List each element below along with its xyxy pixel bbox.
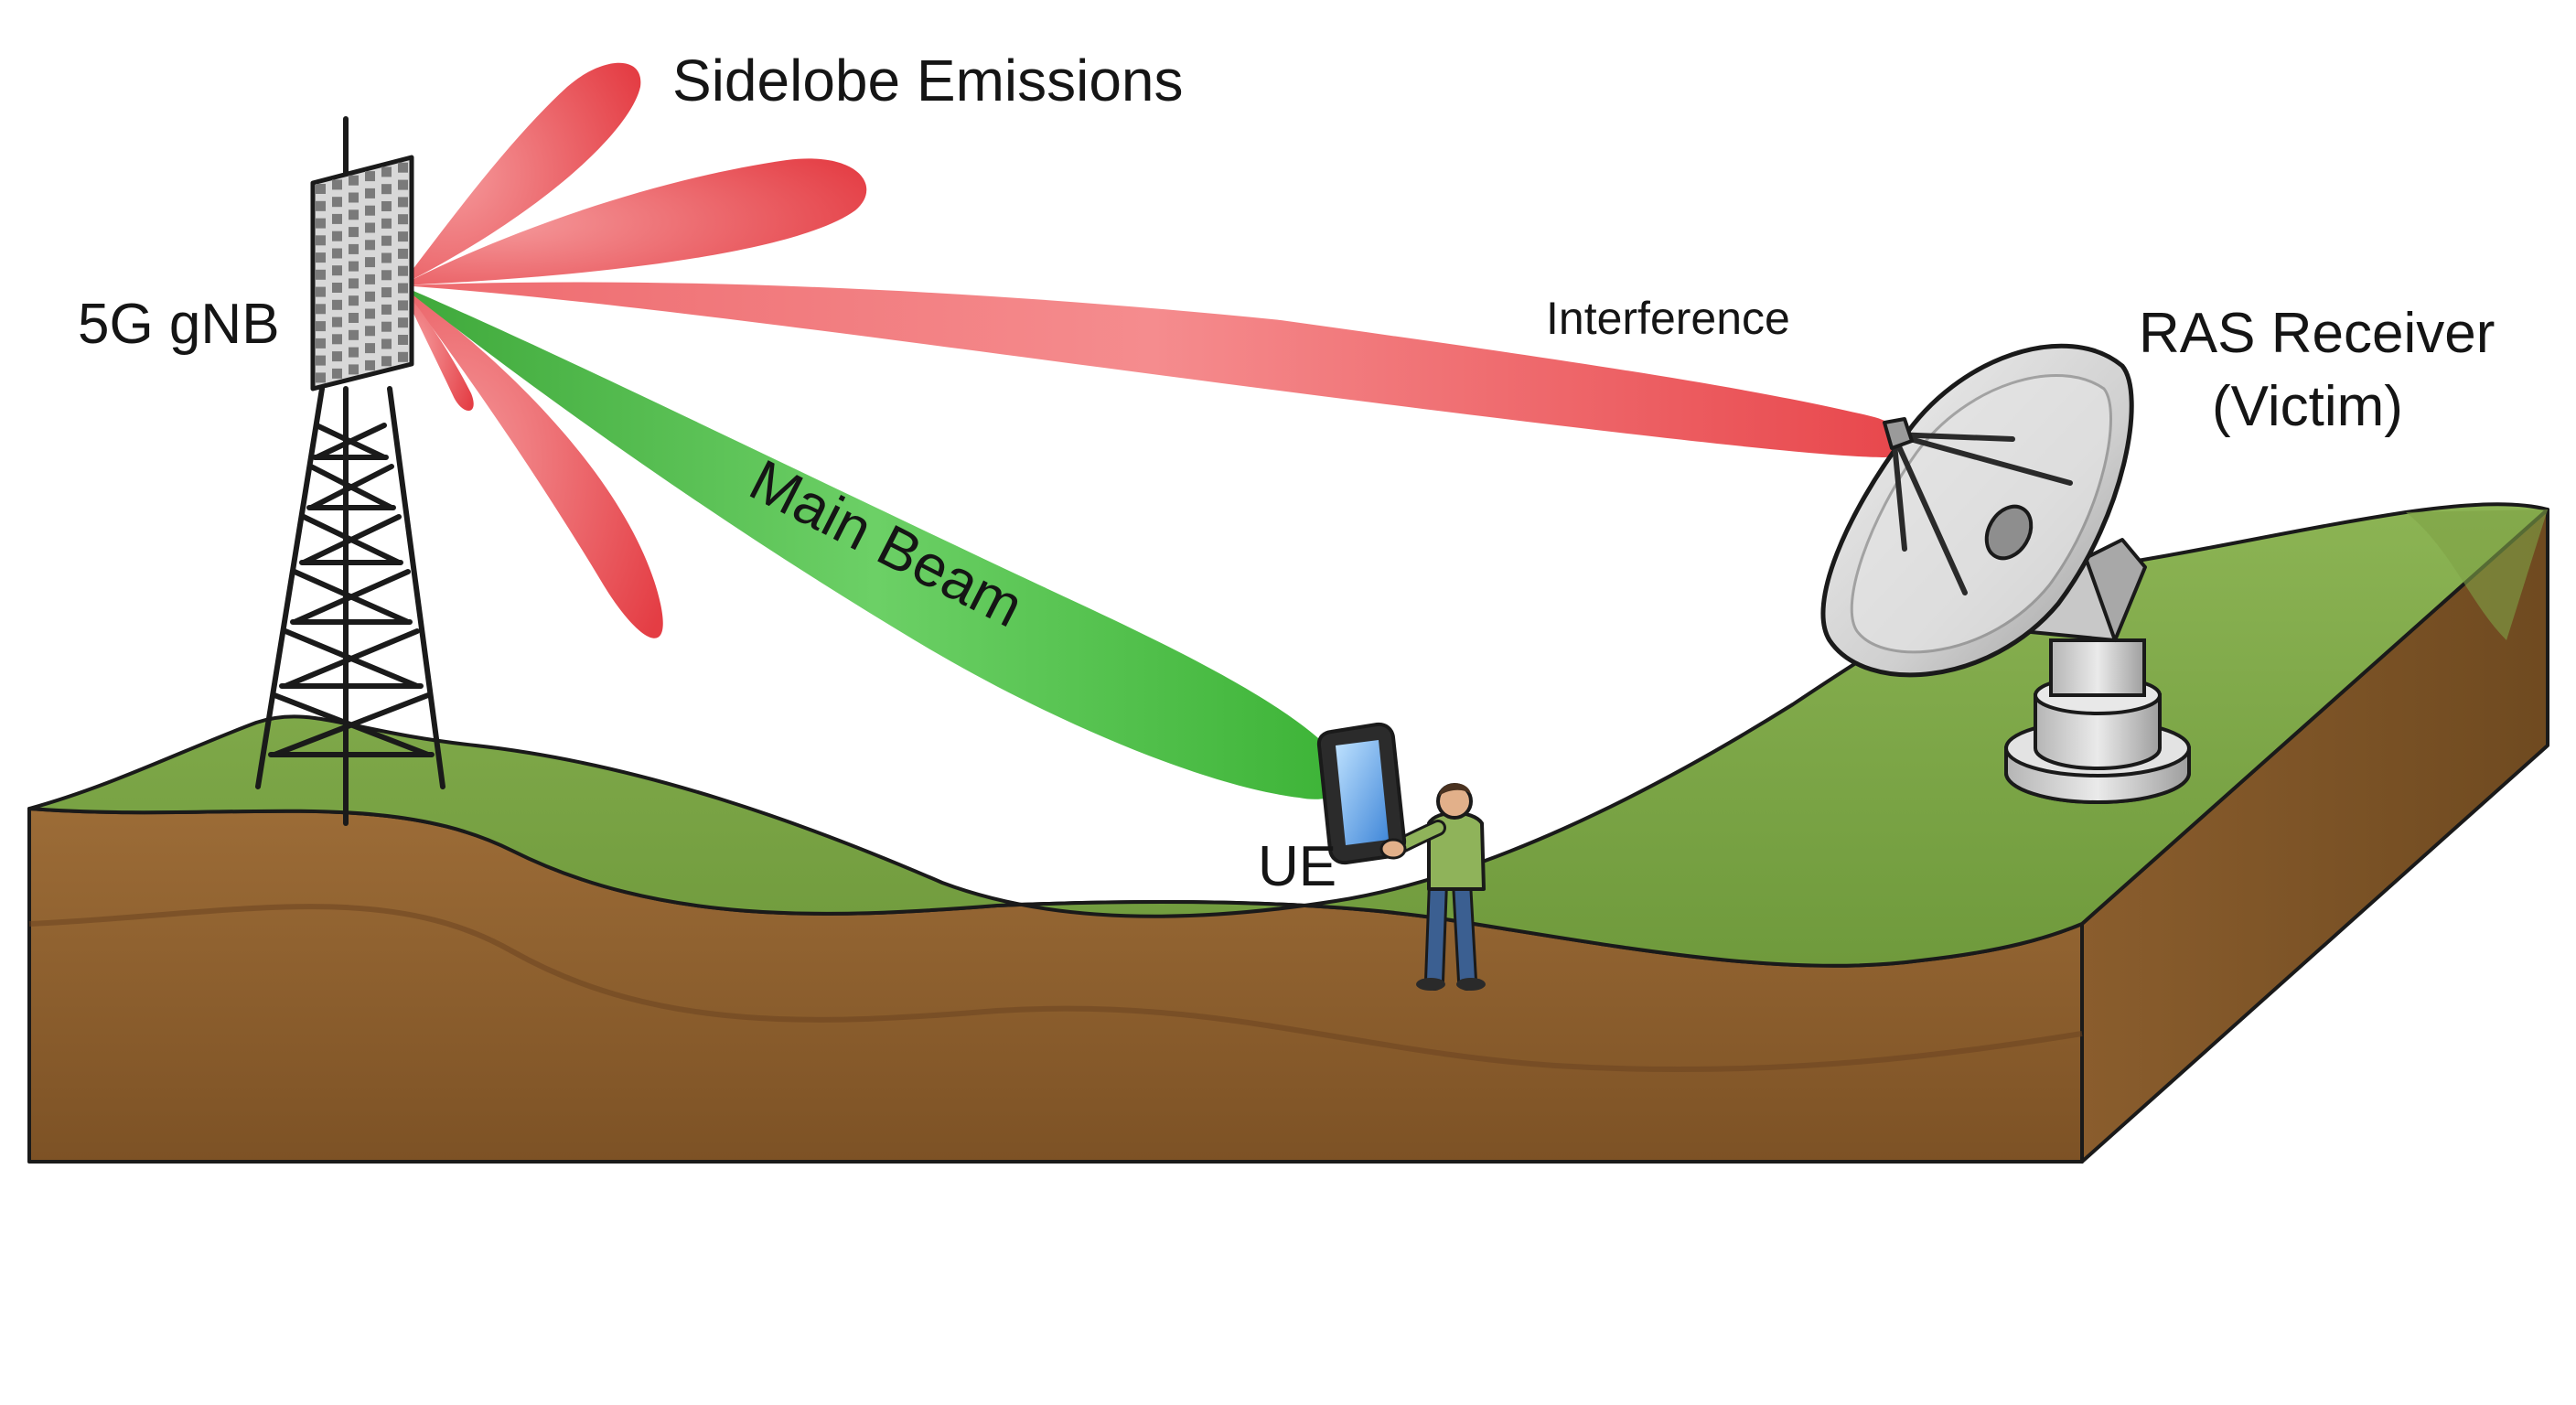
antenna-element [398, 335, 408, 345]
antenna-element [365, 308, 375, 319]
antenna-element [332, 334, 342, 345]
antenna-element [365, 257, 375, 268]
antenna-element [398, 197, 408, 208]
antenna-element [349, 192, 359, 203]
antenna-element [332, 265, 342, 276]
antenna-element [316, 269, 326, 280]
antenna-element [349, 313, 359, 323]
antenna-element [349, 243, 359, 254]
antenna-element [381, 166, 392, 177]
antenna-element [332, 197, 342, 208]
antenna-element [349, 329, 359, 340]
ras-victim-label: (Victim) [2212, 375, 2403, 438]
antenna-element [316, 286, 326, 297]
antenna-element [381, 218, 392, 229]
antenna-element [398, 265, 408, 276]
antenna-element [332, 179, 342, 190]
gnb-label: 5G gNB [78, 293, 280, 356]
ras-receiver-label: RAS Receiver [2139, 302, 2495, 365]
ue-person [1382, 783, 1486, 991]
antenna-element [398, 317, 408, 328]
antenna-element [398, 283, 408, 294]
antenna-element [316, 304, 326, 315]
antenna-element [349, 227, 359, 238]
sidelobe-emissions [401, 62, 867, 638]
antenna-element [398, 231, 408, 242]
antenna-element [316, 321, 326, 332]
antenna-element [365, 273, 375, 284]
antenna-element [316, 338, 326, 349]
antenna-element [332, 283, 342, 293]
antenna-element [316, 184, 326, 194]
antenna-element [365, 326, 375, 337]
main-beam [401, 285, 1349, 799]
antenna-element [365, 171, 375, 182]
interference-beam [401, 282, 1904, 457]
antenna-element [365, 359, 375, 370]
antenna-element [381, 356, 392, 367]
antenna-element [381, 270, 392, 281]
antenna-element [381, 287, 392, 298]
antenna-element [332, 231, 342, 241]
sidelobe-emissions-label: Sidelobe Emissions [672, 48, 1184, 113]
antenna-element [316, 355, 326, 366]
antenna-element [398, 351, 408, 362]
antenna-element [316, 372, 326, 383]
antenna-element [332, 299, 342, 310]
antenna-element [316, 200, 326, 211]
antenna-element [365, 240, 375, 251]
ue-label: UE [1258, 835, 1336, 898]
interference-label: Interference [1546, 293, 1790, 344]
antenna-element [316, 218, 326, 229]
antenna-element [365, 222, 375, 233]
antenna-element [398, 179, 408, 190]
antenna-element [381, 201, 392, 211]
antenna-element [381, 338, 392, 349]
antenna-element [398, 214, 408, 225]
antenna-element [381, 321, 392, 332]
antenna-element [349, 295, 359, 306]
terrain [27, 502, 2549, 1164]
ue-phone [1316, 722, 1407, 865]
gnb-tower [255, 116, 445, 826]
antenna-element [332, 316, 342, 327]
antenna-element [349, 278, 359, 289]
sidelobe-small [401, 285, 474, 412]
antenna-element [316, 235, 326, 246]
antenna-element [365, 188, 375, 198]
antenna-element [381, 235, 392, 246]
gnb-antenna-panel [310, 155, 414, 391]
ras-receiver-dish [1820, 343, 2191, 804]
sidelobe-upper-2 [401, 158, 867, 285]
antenna-element [316, 252, 326, 263]
antenna-element [398, 162, 408, 173]
antenna-element [365, 343, 375, 354]
antenna-element [398, 300, 408, 311]
antenna-element [365, 205, 375, 216]
antenna-element [349, 209, 359, 220]
sidelobe-lower [401, 285, 663, 638]
terrain-grass-surface [27, 502, 2549, 968]
antenna-element [332, 368, 342, 379]
antenna-element [398, 248, 408, 259]
antenna-element [349, 261, 359, 272]
antenna-element [332, 248, 342, 259]
terrain-ridge-shade [2406, 509, 2548, 640]
antenna-element [381, 304, 392, 315]
antenna-element [381, 252, 392, 263]
antenna-element [381, 184, 392, 195]
terrain-strata-line [28, 904, 2083, 1073]
antenna-element [349, 364, 359, 375]
antenna-element [349, 175, 359, 186]
antenna-element [332, 213, 342, 224]
antenna-element [365, 291, 375, 302]
antenna-element [349, 347, 359, 358]
sidelobe-upper-1 [401, 62, 641, 285]
antenna-element [332, 351, 342, 362]
